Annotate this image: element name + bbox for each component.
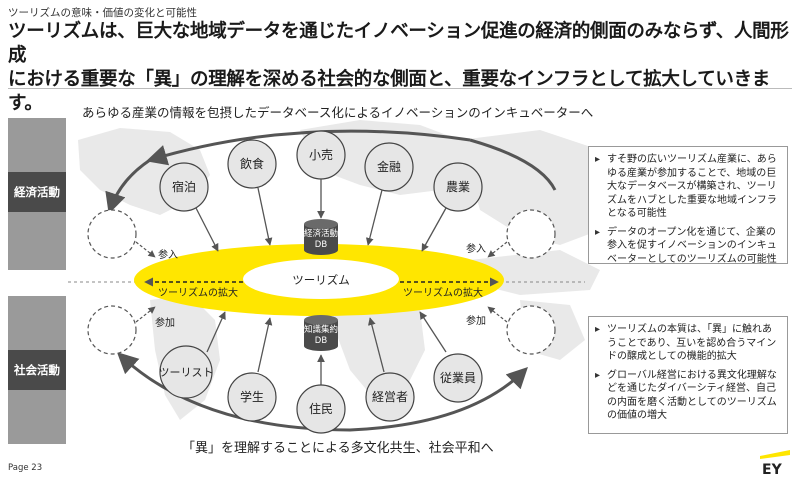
bottom-node-tourist: ツーリスト (159, 345, 214, 399)
node-label: 小売 (309, 147, 333, 162)
top-node-accommodation: 宿泊 (159, 162, 209, 212)
slide-subtitle: ツーリズムの意味・価値の変化と可能性 (8, 7, 197, 19)
slide-headline: ツーリズムは、巨大な地域データを通じたイノベーション促進の経済的側面のみならず、… (8, 20, 793, 116)
join-label-left: 参加 (155, 316, 175, 329)
social-bullet-2: グローバル経営における異文化理解などを通じたダイバーシティ経営、自己の内面を磨く… (595, 369, 781, 423)
economic-db-icon: 経済活動 DB (304, 219, 338, 255)
social-bullet-1: ツーリズムの本質は、「異」に触れあうことであり、互いを認め合うマインドの醸成とし… (595, 323, 781, 364)
node-label: 金融 (377, 159, 401, 174)
new-entrant-circle-left (87, 209, 137, 259)
expand-label-left: ツーリズムの拡大 (158, 286, 238, 299)
participate-label-left: 参入 (158, 248, 178, 261)
ey-logo: EY (760, 450, 790, 476)
economic-db-line1: 経済活動 (304, 228, 338, 239)
page-number: Page 23 (8, 463, 43, 473)
economic-bullet-1: すそ野の広いツーリズム産業に、あらゆる産業が参加することで、地域の巨大なデータベ… (595, 153, 781, 221)
bottom-node-student: 学生 (227, 372, 277, 422)
top-node-food: 飲食 (227, 139, 277, 189)
knowledge-db-line1: 知識集約 (304, 324, 338, 335)
node-label: 農業 (446, 180, 470, 194)
node-label: 宿泊 (172, 179, 196, 194)
economic-explanation-box: すそ野の広いツーリズム産業に、あらゆる産業が参加することで、地域の巨大なデータベ… (588, 146, 788, 267)
top-node-finance: 金融 (364, 142, 414, 192)
node-label: 学生 (240, 389, 264, 404)
knowledge-db-line2: DB (315, 336, 328, 346)
bottom-node-employee: 従業員 (433, 353, 483, 403)
bottom-caption: 「異」を理解することによる多文化共生、社会平和へ (182, 441, 494, 456)
node-label: 飲食 (240, 156, 264, 171)
expand-label-right: ツーリズムの拡大 (403, 286, 483, 299)
node-label: 住民 (309, 402, 333, 416)
new-participant-circle-left (87, 305, 137, 355)
bottom-node-manager: 経営者 (365, 372, 415, 422)
headline-line-2: における重要な「異」の理解を深める社会的な側面と、重要なインフラとして拡大してい… (8, 69, 770, 114)
economic-row-label: 経済活動 (8, 172, 66, 212)
node-label: ツーリスト (159, 366, 214, 379)
new-entrant-circle-right (506, 209, 556, 259)
join-label-right: 参加 (466, 314, 486, 327)
headline-line-1: ツーリズムは、巨大な地域データを通じたイノベーション促進の経済的側面のみならず、… (8, 21, 789, 66)
top-node-retail: 小売 (296, 130, 346, 180)
social-explanation-box: ツーリズムの本質は、「異」に触れあうことであり、互いを認め合うマインドの醸成とし… (588, 316, 788, 434)
tourism-center-label: ツーリズム (292, 273, 350, 287)
node-label: 従業員 (440, 371, 476, 385)
bottom-node-resident: 住民 (296, 384, 346, 434)
participate-label-right: 参入 (466, 242, 486, 255)
node-label: 経営者 (372, 390, 408, 404)
tourism-center (243, 259, 399, 299)
knowledge-db-icon: 知識集約 DB (304, 315, 338, 351)
social-row-label: 社会活動 (8, 350, 66, 390)
header-divider (8, 88, 792, 89)
economic-db-line2: DB (315, 240, 328, 250)
top-node-agriculture: 農業 (433, 162, 483, 212)
economic-bullet-2: データのオープン化を通じて、企業の参入を促すイノベーションのインキュベーターとし… (595, 226, 781, 267)
incubator-caption: あらゆる産業の情報を包摂したデータベース化によるイノベーションのインキュベーター… (82, 105, 594, 120)
new-participant-circle-right (506, 305, 556, 355)
ey-logo-text: EY (762, 462, 783, 476)
